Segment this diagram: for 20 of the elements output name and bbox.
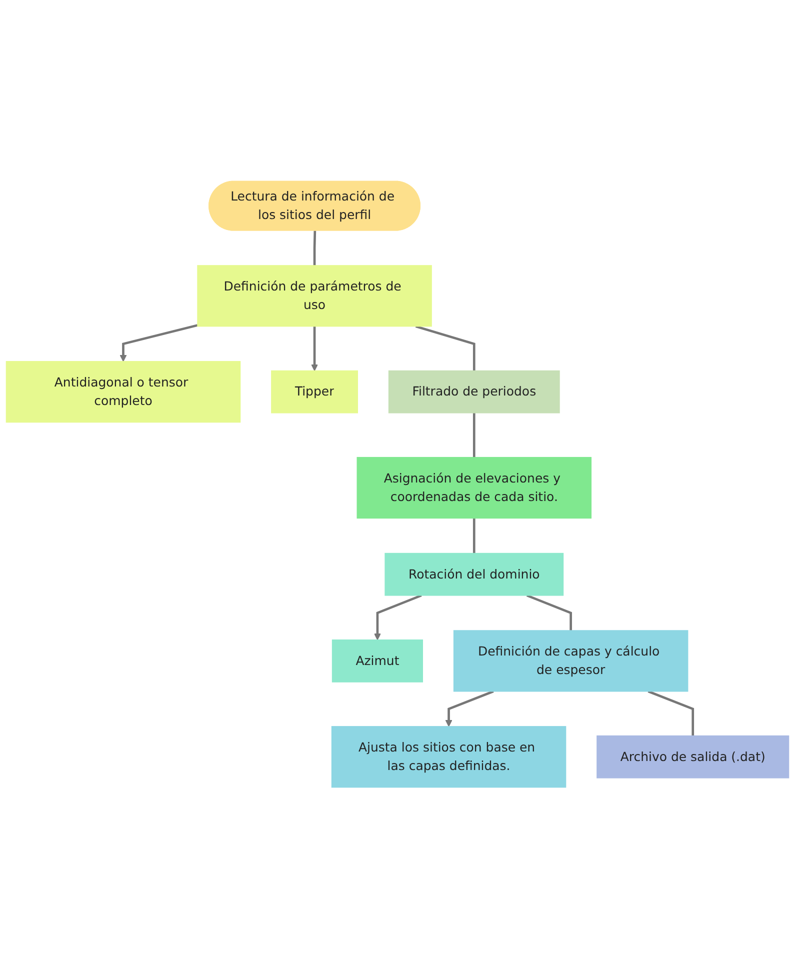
- node-box: Asignación de elevaciones y coordenadas de cada sitio.: [356, 457, 592, 519]
- node-box: Definición de capas y cálculo de espesor: [453, 630, 688, 692]
- connector: [472, 518, 476, 554]
- connector: [472, 413, 476, 458]
- node-box: Rotación del dominio: [384, 553, 564, 596]
- node-box: Ajusta los sitios con base en las capas definidas.: [331, 726, 566, 788]
- node-box: Filtrado de periodos: [388, 370, 560, 414]
- connector: [526, 594, 572, 631]
- node-box: Antidiagonal o tensor completo: [6, 361, 241, 423]
- arrow: [311, 326, 318, 372]
- arrow: [374, 594, 422, 640]
- connector: [313, 230, 316, 266]
- connector: [415, 325, 476, 371]
- arrow: [445, 690, 494, 727]
- node-box: Archivo de salida (.dat): [596, 736, 790, 779]
- arrow: [120, 324, 198, 362]
- node-box: Azimut: [332, 640, 423, 683]
- connector: [648, 690, 694, 736]
- node-box: Tipper: [271, 370, 358, 414]
- node-box: Definición de parámetros de uso: [197, 265, 432, 327]
